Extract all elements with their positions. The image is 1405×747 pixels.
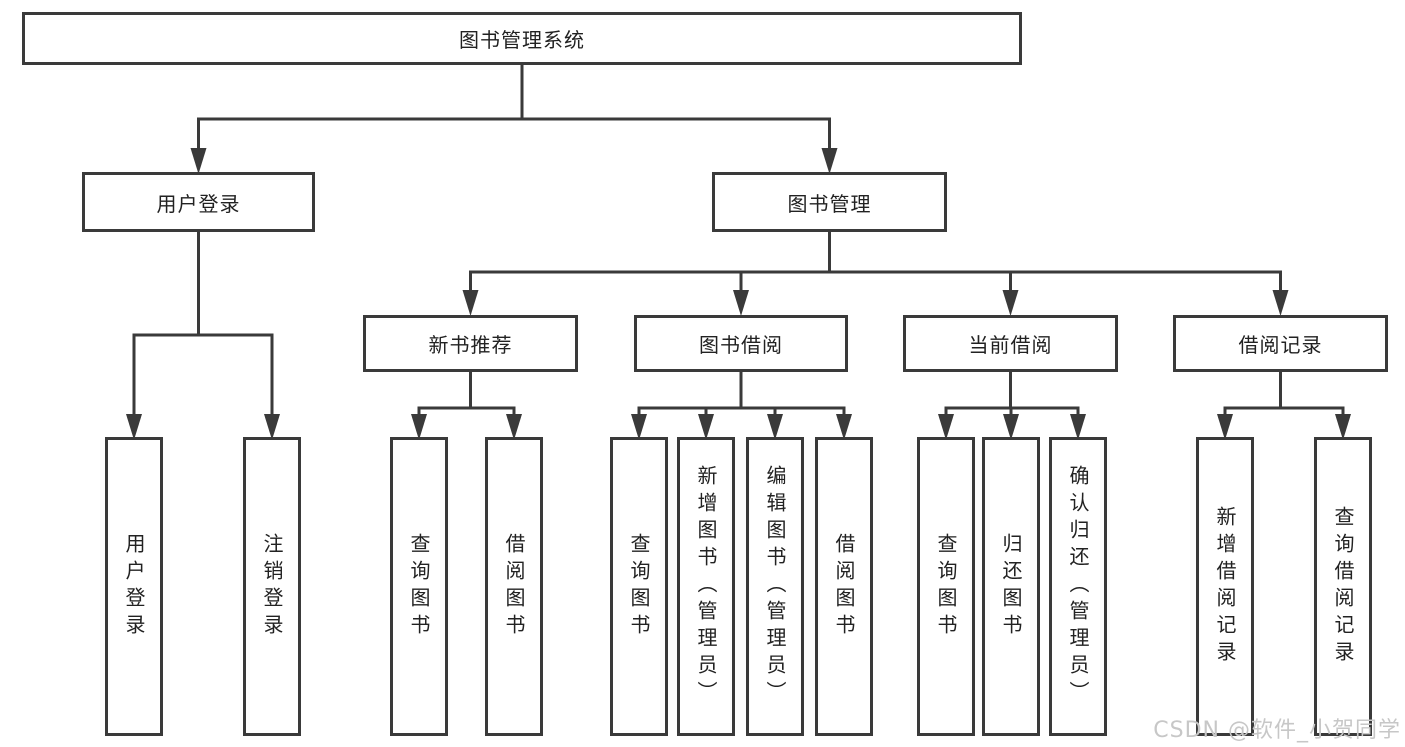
node-label: 查询图书	[407, 532, 431, 641]
node-label: 当前借阅	[968, 333, 1053, 357]
arrowhead	[821, 148, 838, 174]
arrowhead	[1002, 290, 1019, 316]
connector-book-borrowing-children	[631, 372, 852, 440]
node-borrowing-records: 借阅记录	[1173, 315, 1388, 372]
leaf-add-books-admin: 新增图书（管理员）	[677, 437, 735, 736]
node-new-book-recommendation: 新书推荐	[363, 315, 578, 372]
node-label: 编辑图书（管理员）	[763, 465, 787, 708]
node-book-management: 图书管理	[712, 172, 947, 232]
node-label: 查询借阅记录	[1331, 505, 1355, 668]
node-label: 用户登录	[122, 532, 146, 641]
leaf-borrow-books-recommend: 借阅图书	[485, 437, 543, 736]
leaf-query-borrow-record: 查询借阅记录	[1314, 437, 1372, 736]
node-label: 图书借阅	[699, 333, 783, 357]
leaf-logout: 注销登录	[243, 437, 301, 736]
node-label: 新书推荐	[428, 333, 513, 357]
leaf-borrow-books: 借阅图书	[815, 437, 873, 736]
leaf-confirm-return-admin: 确认归还（管理员）	[1049, 437, 1107, 736]
connector-current-borrowing-children	[938, 372, 1086, 440]
node-label: 新增借阅记录	[1213, 505, 1237, 668]
csdn-watermark: CSDN @软件_小贺同学	[1153, 718, 1401, 743]
leaf-add-borrow-record: 新增借阅记录	[1196, 437, 1254, 736]
arrowhead	[264, 414, 280, 440]
connector-borrowing-records-children	[1217, 372, 1351, 440]
arrowhead	[698, 414, 714, 440]
arrowhead	[631, 414, 647, 440]
node-label: 用户登录	[156, 191, 241, 216]
arrowhead	[190, 148, 207, 174]
arrowhead	[462, 290, 479, 316]
arrowhead	[1217, 414, 1233, 440]
leaf-query-books-current: 查询图书	[917, 437, 975, 736]
node-label: 查询图书	[627, 532, 651, 641]
node-label: 确认归还（管理员）	[1066, 465, 1090, 708]
arrowhead	[1272, 290, 1289, 316]
node-label: 图书管理系统	[459, 28, 585, 52]
node-label: 归还图书	[999, 532, 1023, 641]
node-label: 图书管理	[787, 191, 872, 216]
node-library-management-system: 图书管理系统	[22, 12, 1022, 65]
leaf-user-login: 用户登录	[105, 437, 163, 736]
node-book-borrowing: 图书借阅	[634, 315, 848, 372]
arrowhead	[733, 290, 749, 316]
arrowhead	[411, 414, 427, 440]
arrowhead	[767, 414, 783, 440]
arrowhead	[1003, 414, 1019, 440]
node-label: 借阅记录	[1238, 333, 1323, 357]
leaf-return-books: 归还图书	[982, 437, 1040, 736]
leaf-query-books-borrowing: 查询图书	[610, 437, 668, 736]
node-label: 注销登录	[260, 532, 284, 641]
node-user-login: 用户登录	[82, 172, 315, 232]
connector-user-login-children	[126, 232, 280, 440]
arrowhead	[1070, 414, 1086, 440]
node-label: 新增图书（管理员）	[694, 465, 718, 708]
node-current-borrowing: 当前借阅	[903, 315, 1118, 372]
node-label: 借阅图书	[502, 532, 526, 641]
arrowhead	[938, 414, 954, 440]
arrowhead	[126, 414, 142, 440]
leaf-edit-books-admin: 编辑图书（管理员）	[746, 437, 804, 736]
connector-book-management-children	[462, 232, 1289, 316]
connector-root-to-level2	[190, 65, 838, 174]
node-label: 查询图书	[934, 532, 958, 641]
arrowhead	[506, 414, 522, 440]
arrowhead	[836, 414, 852, 440]
arrowhead	[1335, 414, 1351, 440]
node-label: 借阅图书	[832, 532, 856, 641]
connector-new-book-recommendation-children	[411, 372, 522, 440]
leaf-query-books-recommend: 查询图书	[390, 437, 448, 736]
